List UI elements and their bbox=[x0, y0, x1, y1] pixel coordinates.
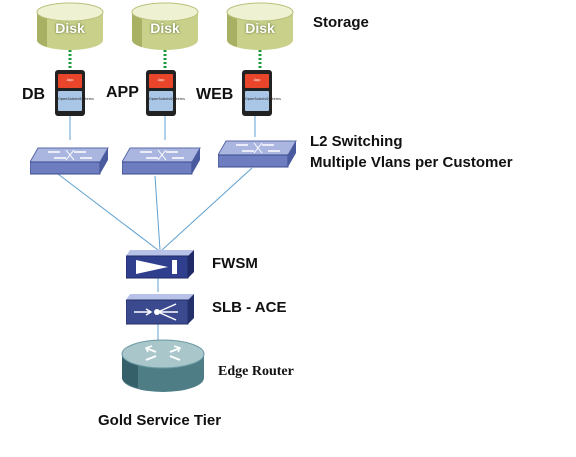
server-app-panel: App bbox=[245, 74, 269, 88]
server-app-tag: App bbox=[253, 78, 261, 82]
server-web: App OpenSolarisSystems bbox=[242, 70, 281, 116]
link-switch3-fwsm bbox=[161, 167, 253, 251]
server-label-app: APP bbox=[106, 84, 139, 101]
server-app-panel: App bbox=[58, 74, 82, 88]
server-app: App OpenSolarisSystems bbox=[146, 70, 185, 116]
disk-label-app: Disk bbox=[150, 20, 180, 36]
slb-ace-icon bbox=[126, 294, 194, 325]
fwsm-label: FWSM bbox=[212, 255, 258, 272]
disk-db bbox=[36, 2, 104, 50]
server-app-tag: App bbox=[157, 78, 165, 82]
server-label-db: DB bbox=[22, 86, 46, 103]
server-os-panel: OpenSolarisSystems bbox=[245, 91, 281, 111]
server-app-panel: App bbox=[149, 74, 173, 88]
disk-label-db: Disk bbox=[55, 20, 85, 36]
l2-switching-label: L2 Switching bbox=[310, 133, 403, 150]
disk-app bbox=[131, 2, 199, 50]
server-os-tag: OpenSolarisSystems bbox=[149, 97, 185, 101]
edge-router-icon bbox=[121, 339, 205, 392]
edge-router-label: Edge Router bbox=[218, 364, 294, 379]
l2-switch-3-icon bbox=[218, 140, 297, 168]
disk-label-web: Disk bbox=[245, 20, 275, 36]
link-switch2-fwsm bbox=[154, 175, 161, 251]
server-app-tag: App bbox=[66, 78, 74, 82]
server-os-panel: OpenSolarisSystems bbox=[149, 91, 185, 111]
server-os-tag: OpenSolarisSystems bbox=[58, 97, 94, 101]
server-os-panel: OpenSolarisSystems bbox=[58, 91, 94, 111]
server-os-tag: OpenSolarisSystems bbox=[245, 97, 281, 101]
l2-switch-2-icon bbox=[122, 147, 201, 175]
server-db: App OpenSolarisSystems bbox=[55, 70, 94, 116]
link-switch1-fwsm bbox=[57, 173, 159, 251]
gold-service-tier-label: Gold Service Tier bbox=[98, 412, 222, 429]
disk-web bbox=[226, 2, 294, 50]
slb-ace-label: SLB - ACE bbox=[212, 299, 287, 316]
fwsm-icon bbox=[126, 250, 194, 279]
storage-label: Storage bbox=[313, 14, 369, 31]
l2-switch-1-icon bbox=[30, 147, 109, 175]
vlans-label: Multiple Vlans per Customer bbox=[310, 154, 513, 171]
server-label-web: WEB bbox=[196, 86, 234, 103]
